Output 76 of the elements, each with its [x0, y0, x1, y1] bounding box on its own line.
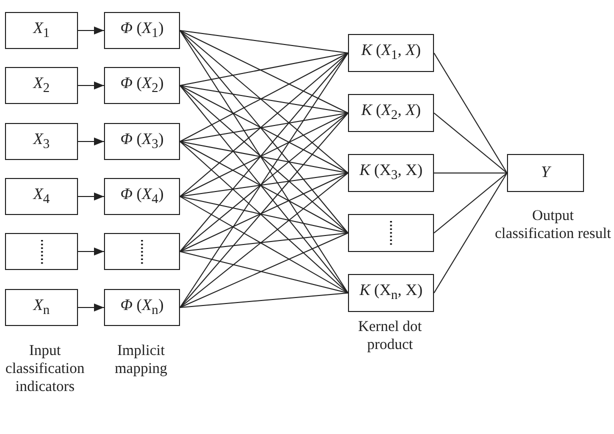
connection-line: [180, 30, 348, 174]
arrow: [78, 192, 104, 200]
connection-line: [180, 141, 348, 174]
connection-line: [180, 172, 348, 197]
connection-line: [434, 172, 508, 234]
node-label: Y: [541, 164, 550, 182]
arrow: [78, 82, 104, 90]
node-label: Φ (X$_{n}$): [120, 296, 164, 318]
connection-line: [180, 112, 348, 197]
connection-line: [180, 85, 348, 234]
node-label: X$_{2}$: [33, 74, 50, 96]
process-box: [348, 154, 434, 192]
connection-line: [180, 141, 348, 234]
node-label: K (X$_{n}$, X): [359, 282, 423, 304]
connection-line: [180, 251, 348, 294]
node-label: Φ (X$_{4}$): [120, 186, 164, 208]
connection-line: [180, 232, 348, 308]
process-box: [5, 123, 78, 160]
process-box: [5, 289, 78, 326]
process-box: [104, 289, 180, 326]
arrow: [78, 138, 104, 146]
connection-line: [180, 112, 348, 252]
node-label: X$_{4}$: [33, 186, 50, 208]
arrow: [78, 304, 104, 312]
connection-line: [434, 52, 508, 174]
process-box: [348, 94, 434, 132]
node-label: Φ (X$_{1}$): [120, 20, 164, 42]
process-box: [5, 67, 78, 104]
connection-line: [180, 112, 348, 308]
connection-line: [434, 172, 508, 174]
node-label: K (X$_{1}$, X): [361, 42, 421, 64]
column-caption: Implicit mapping: [114, 342, 168, 378]
connection-line: [180, 52, 348, 252]
connection-line: [434, 112, 508, 174]
process-box: [507, 154, 584, 192]
ellipsis-box: [104, 233, 180, 270]
node-label: Φ (X$_{3}$): [120, 130, 164, 152]
arrow: [78, 26, 104, 34]
connection-line: [180, 141, 348, 294]
connection-line: [180, 112, 348, 142]
node-label: K (X$_{2}$, X): [361, 102, 421, 124]
connection-line: [434, 172, 508, 294]
connection-line: [180, 85, 348, 294]
connection-line: [180, 172, 348, 252]
connection-line: [180, 85, 348, 174]
column-caption: Input classification indicators: [4, 342, 86, 396]
connection-line: [180, 232, 348, 252]
process-box: [348, 34, 434, 72]
connection-line: [180, 172, 348, 308]
ellipsis-box: [348, 214, 434, 252]
node-label: X$_{1}$: [33, 20, 50, 42]
connection-line: [180, 292, 348, 308]
process-box: [5, 178, 78, 215]
process-box: [348, 274, 434, 312]
process-box: [104, 12, 180, 49]
node-label: X$_{3}$: [33, 130, 50, 152]
arrow: [78, 248, 104, 256]
node-label: K (X$_{3}$, X): [359, 162, 423, 184]
node-label: Φ (X$_{2}$): [120, 74, 164, 96]
connection-line: [180, 52, 348, 86]
column-caption: Kernel dot product: [357, 318, 423, 354]
node-label: X$_{n}$: [33, 296, 50, 318]
process-box: [104, 178, 180, 215]
connection-line: [180, 52, 348, 142]
ellipsis-box: [5, 233, 78, 270]
connection-line: [180, 30, 348, 234]
process-box: [104, 67, 180, 104]
connection-line: [180, 52, 348, 197]
process-box: [5, 12, 78, 49]
connection-line: [180, 196, 348, 234]
connection-line: [180, 85, 348, 114]
process-box: [104, 123, 180, 160]
connection-line: [180, 30, 348, 114]
connection-line: [180, 30, 348, 54]
column-caption: Output classification result: [494, 207, 612, 243]
connection-line: [180, 196, 348, 294]
